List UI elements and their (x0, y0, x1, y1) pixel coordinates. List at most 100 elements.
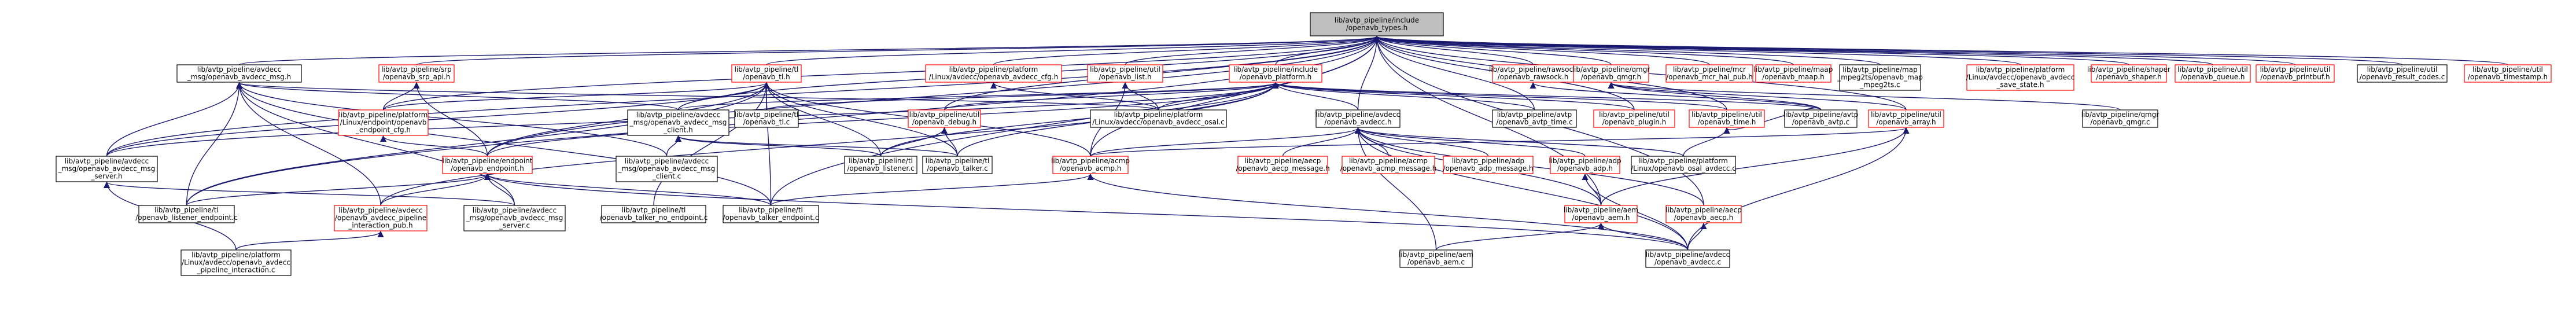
node-box (1665, 64, 1753, 83)
node-plugin[interactable]: lib/avtp_pipeline/util/openavb_plugin.h (1593, 109, 1675, 128)
edge-endpoint_h-to-tl (487, 82, 770, 157)
edge-endpoint_h-to-types (487, 35, 1380, 157)
node-osal_avdecc_c[interactable]: lib/avtp_pipeline/platform/Linux/openavb… (1631, 156, 1736, 174)
node-platform[interactable]: lib/avtp_pipeline/include/openavb_platfo… (1229, 64, 1322, 83)
node-msg_server_h[interactable]: lib/avtp_pipeline/avdecc_msg/openavb_avd… (56, 156, 158, 182)
node-acmp_message[interactable]: lib/avtp_pipeline/acmp/openavb_acmp_mess… (1340, 156, 1437, 174)
node-talker_c[interactable]: lib/avtp_pipeline/tl/openavb_talker.c (922, 156, 993, 174)
node-tl_c[interactable]: lib/avtp_pipeline/tl/openavb_tl.c (734, 109, 799, 128)
node-printbuf[interactable]: lib/avtp_pipeline/util/openavb_printbuf.… (2256, 64, 2335, 83)
node-save_state[interactable]: lib/avtp_pipeline/platform/Linux/avdecc/… (1966, 64, 2075, 91)
node-msg_client_c[interactable]: lib/avtp_pipeline/avdecc_msg/openavb_avd… (616, 156, 718, 182)
node-msg_server_c[interactable]: lib/avtp_pipeline/avdecc_msg/openavb_avd… (463, 205, 566, 231)
edge-talker_c-to-tl (763, 82, 958, 157)
node-aem_c[interactable]: lib/avtp_pipeline/aem/openavb_aem.c (1399, 249, 1473, 268)
edge-aem_h-to-types (1373, 35, 1602, 206)
node-osal_avdecc_c_top[interactable]: lib/avtp_pipeline/platform/Linux/avdecc/… (1090, 109, 1227, 128)
node-box (1052, 156, 1129, 174)
node-acmp_h[interactable]: lib/avtp_pipeline/acmp/openavb_acmp.h (1051, 156, 1130, 174)
node-listener_c[interactable]: lib/avtp_pipeline/tl/openavb_listener.c (844, 156, 917, 174)
node-avdecc_msg_client_h[interactable]: lib/avtp_pipeline/avdecc_msg/openavb_avd… (627, 109, 729, 136)
node-label-line: lib/avtp_pipeline/maap (1754, 65, 1833, 73)
node-avtp_time[interactable]: lib/avtp_pipeline/avtp/openavb_avtp_time… (1492, 109, 1577, 128)
edge-aem_c-to-avdecc_h (1354, 127, 1437, 251)
node-label-line: /Linux/endpoint/openavb (340, 119, 427, 127)
node-box (180, 249, 292, 276)
edge-listener_endpoint-to-tl (186, 82, 770, 206)
node-label-line: lib/avtp_pipeline/qmgr (1572, 65, 1650, 73)
node-label-line: _mpeg2ts/openavb_map (1837, 73, 1923, 82)
node-avdecc_h[interactable]: lib/avtp_pipeline/avdecc/openavb_avdecc.… (1315, 109, 1401, 128)
node-box (1342, 156, 1435, 174)
edge-srp_api-to-types (416, 35, 1380, 65)
node-box (1237, 156, 1328, 174)
node-time_h[interactable]: lib/avtp_pipeline/util/openavb_time.h (1689, 109, 1765, 128)
node-endpoint_cfg[interactable]: lib/avtp_pipeline/platform/Linux/endpoin… (338, 109, 429, 136)
node-label-line: lib/avtp_pipeline/map (1842, 66, 1917, 74)
node-label-line: lib/avtp_pipeline/util (2177, 65, 2248, 73)
node-box (1755, 64, 1831, 83)
node-box (1966, 64, 2074, 91)
node-aecp_message[interactable]: lib/avtp_pipeline/aecp/openavb_aecp_mess… (1236, 156, 1330, 174)
node-result_codes[interactable]: lib/avtp_pipeline/util/openavb_result_co… (2357, 64, 2448, 83)
node-box (922, 156, 993, 174)
node-timestamp[interactable]: lib/avtp_pipeline/util/openavb_timestamp… (2464, 64, 2552, 83)
node-qmgr[interactable]: lib/avtp_pipeline/qmgr/openavb_qmgr.h (1572, 64, 1650, 83)
node-pipeline_interaction_pub[interactable]: lib/avtp_pipeline/avdecc/openavb_avdecc_… (334, 205, 428, 231)
node-debug[interactable]: lib/avtp_pipeline/util/openavb_debug.h (908, 109, 981, 128)
node-aecp_h[interactable]: lib/avtp_pipeline/aecp/openavb_aecp.h (1665, 205, 1742, 223)
edge-adp_h-to-avdecc_h (1355, 127, 1586, 157)
node-label-line: lib/avtp_pipeline/rawsock (1489, 65, 1577, 73)
node-tl[interactable]: lib/avtp_pipeline/tl/openavb_tl.h (731, 64, 802, 83)
node-label-line: /openavb_queue.h (2180, 73, 2245, 81)
node-label-line: lib/avtp_pipeline/aem (1564, 206, 1638, 214)
edge-listener_c-to-tl (763, 82, 882, 157)
node-endpoint_h[interactable]: lib/avtp_pipeline/endpoint/openavb_endpo… (442, 156, 533, 174)
node-types[interactable]: lib/avtp_pipeline/include/openavb_types.… (1310, 12, 1444, 36)
edge-adp_message-to-avdecc_h (1355, 127, 1489, 157)
edge-osal_avdecc_c_top-to-avdecc_msg (236, 82, 1159, 111)
node-box (1839, 64, 1921, 91)
node-label-line: /openavb_debug.h (912, 118, 976, 126)
node-array[interactable]: lib/avtp_pipeline/util/openavb_array.h (1868, 109, 1944, 128)
node-label-line: /openavb_list.h (1099, 73, 1151, 81)
node-aem_h[interactable]: lib/avtp_pipeline/aem/openavb_aem.h (1564, 205, 1638, 223)
node-label-line: _msg/openavb_avdecc_msg (466, 214, 563, 222)
edge-avdecc_msg_client_h-to-platform (677, 82, 1279, 111)
node-avtp_c[interactable]: lib/avtp_pipeline/avtp/openavb_avtp.c (1783, 109, 1859, 128)
node-label-line: lib/avtp_pipeline/platform (1114, 111, 1203, 119)
node-shaper[interactable]: lib/avtp_pipeline/shaper/openavb_shaper.… (2087, 64, 2170, 83)
node-box (1399, 249, 1473, 268)
node-label-line: _msg/openavb_avdecc_msg (618, 165, 716, 173)
node-label-line: lib/avtp_pipeline/include (1335, 16, 1419, 24)
node-label-line: /Linux/openavb_osal_avdecc.c (1631, 164, 1736, 172)
node-label-line: /openavb_printbuf.h (2260, 73, 2330, 81)
node-label-line: _interaction_pub.h (348, 222, 412, 230)
node-avdecc_c[interactable]: lib/avtp_pipeline/avdecc/openavb_avdecc.… (1645, 249, 1730, 268)
edge-aem_h-to-array (1600, 127, 1910, 206)
node-adp_message[interactable]: lib/avtp_pipeline/adp/openavb_adp_messag… (1443, 156, 1534, 174)
node-adp_h[interactable]: lib/avtp_pipeline/adp/openavb_adp.h (1549, 156, 1621, 174)
edge-avdecc_cfg-to-types (993, 35, 1380, 65)
node-mcr[interactable]: lib/avtp_pipeline/mcr/openavb_mcr_hal_pu… (1665, 64, 1753, 83)
node-label-line: lib/avtp_pipeline/tl (735, 65, 799, 73)
node-qmgr_c[interactable]: lib/avtp_pipeline/qmgr/openavb_qmgr.c (2081, 109, 2159, 128)
node-talker_no_endpoint[interactable]: lib/avtp_pipeline/tl/openavb_talker_no_e… (600, 205, 708, 223)
node-talker_endpoint[interactable]: lib/avtp_pipeline/tl/openavb_talker_endp… (723, 205, 819, 223)
node-maap[interactable]: lib/avtp_pipeline/maap/openavb_maap.h (1754, 64, 1833, 83)
node-srp_api[interactable]: lib/avtp_pipeline/srp/openavb_srp_api.h (378, 64, 455, 83)
node-avdecc_cfg[interactable]: lib/avtp_pipeline/platform/Linux/avdecc/… (925, 64, 1062, 83)
node-label-line: /openavb_mcr_hal_pub.h (1666, 73, 1753, 81)
node-label-line: lib/avtp_pipeline/acmp (1051, 157, 1130, 165)
node-list[interactable]: lib/avtp_pipeline/util/openavb_list.h (1087, 64, 1163, 83)
node-pipeline_interaction[interactable]: lib/avtp_pipeline/platform/Linux/avdecc/… (180, 249, 292, 276)
node-rawsock[interactable]: lib/avtp_pipeline/rawsock/openavb_rawsoc… (1489, 64, 1577, 83)
node-map_mpeg2ts[interactable]: lib/avtp_pipeline/map_mpeg2ts/openavb_ma… (1837, 64, 1923, 91)
node-listener_endpoint[interactable]: lib/avtp_pipeline/tl/openavb_listener_en… (135, 205, 238, 223)
node-queue[interactable]: lib/avtp_pipeline/util/openavb_queue.h (2175, 64, 2251, 83)
node-label-line: /Linux/avdecc/openavb_avdecc_cfg.h (929, 73, 1059, 81)
node-label-line: lib/avtp_pipeline/platform (1976, 66, 2065, 74)
edge-msg_client_c-to-avdecc_msg (236, 82, 668, 157)
node-label-line: lib/avtp_pipeline/avdecc (197, 65, 281, 73)
node-avdecc_msg[interactable]: lib/avtp_pipeline/avdecc_msg/openavb_avd… (176, 64, 302, 83)
